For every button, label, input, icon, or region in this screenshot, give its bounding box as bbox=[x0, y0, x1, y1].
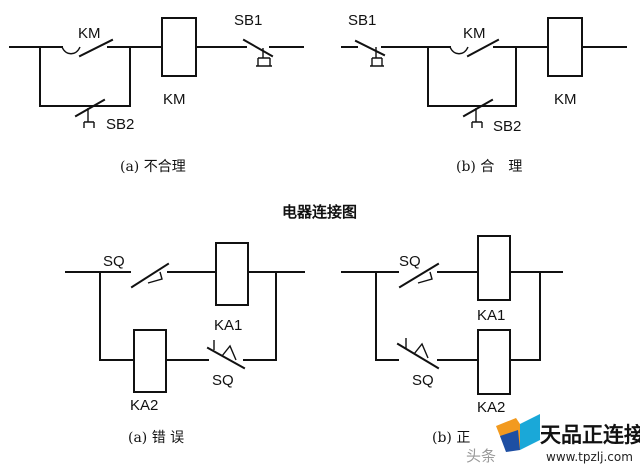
km-contact-arc bbox=[61, 46, 81, 55]
km-contact-blade bbox=[78, 38, 114, 58]
sq-top-blade bbox=[130, 262, 170, 289]
label-ka2: KA2 bbox=[130, 397, 158, 414]
kmb-coil bbox=[547, 17, 583, 77]
ka1d-coil bbox=[477, 235, 511, 301]
sb2b-contact-blade bbox=[462, 98, 494, 118]
label-kmb-coil: KM bbox=[554, 91, 577, 108]
ka2d-coil bbox=[477, 329, 511, 395]
figure-title: 电器连接图 bbox=[282, 203, 357, 221]
label-km-contact: KM bbox=[78, 25, 101, 42]
panel-c: SQ KA1 SQ KA2 (a) 错 误 bbox=[65, 242, 305, 446]
label-sqd-bottom: SQ bbox=[412, 372, 434, 389]
panel-b: SB1 KM KM SB2 (b) 合 理 bbox=[341, 12, 627, 175]
sqd-bottom-blade bbox=[396, 342, 440, 370]
sb2-contact-blade bbox=[74, 98, 106, 118]
caption-d: (b) 正 bbox=[432, 430, 470, 446]
sb1b-contact-blade bbox=[354, 39, 386, 57]
sb1-button-mark bbox=[256, 48, 272, 67]
label-sq-bottom: SQ bbox=[212, 372, 234, 389]
watermark-name: 天品正连接 bbox=[540, 423, 640, 447]
km-coil bbox=[161, 17, 197, 77]
watermark-source: 头条 bbox=[466, 447, 496, 465]
label-ka1: KA1 bbox=[214, 317, 242, 334]
label-sb1b: SB1 bbox=[348, 12, 376, 29]
panel-d: SQ KA1 SQ KA2 (b) 正 bbox=[341, 235, 563, 446]
watermark-url: www.tpzlj.com bbox=[546, 450, 633, 464]
sb2b-button-mark bbox=[471, 108, 483, 128]
sqd-bottom-mark bbox=[405, 338, 429, 359]
label-km-coil: KM bbox=[163, 91, 186, 108]
sb1-contact-blade bbox=[242, 38, 274, 58]
caption-c: (a) 错 误 bbox=[128, 430, 184, 446]
ka1-coil bbox=[215, 242, 249, 306]
watermark: 头条 天品正连接 www.tpzlj.com bbox=[466, 414, 640, 465]
label-sb2: SB2 bbox=[106, 116, 134, 133]
caption-a: (a) 不合理 bbox=[120, 159, 186, 175]
sb1b-button-mark bbox=[370, 47, 384, 67]
label-sq-top: SQ bbox=[103, 253, 125, 270]
panel-a: KM KM SB1 SB2 (a) 不合理 bbox=[9, 12, 304, 175]
sb2-button-mark bbox=[83, 108, 95, 128]
label-sqd-top: SQ bbox=[399, 253, 421, 270]
ka2-coil bbox=[133, 329, 167, 393]
sqd-top-mark bbox=[417, 271, 433, 284]
label-sb1: SB1 bbox=[234, 12, 262, 29]
label-ka1d: KA1 bbox=[477, 307, 505, 324]
sqd-top-blade bbox=[398, 262, 440, 289]
label-ka2d: KA2 bbox=[477, 399, 505, 416]
caption-b: (b) 合 理 bbox=[456, 159, 522, 175]
label-sb2b: SB2 bbox=[493, 118, 521, 135]
label-kmb-contact: KM bbox=[463, 25, 486, 42]
kmb-contact-arc bbox=[449, 46, 469, 55]
sq-top-mark bbox=[147, 271, 163, 284]
sq-bottom-blade bbox=[206, 346, 246, 370]
kmb-contact-blade bbox=[466, 38, 500, 58]
sq-bottom-mark bbox=[213, 340, 237, 361]
cube-logo-icon bbox=[496, 414, 540, 452]
